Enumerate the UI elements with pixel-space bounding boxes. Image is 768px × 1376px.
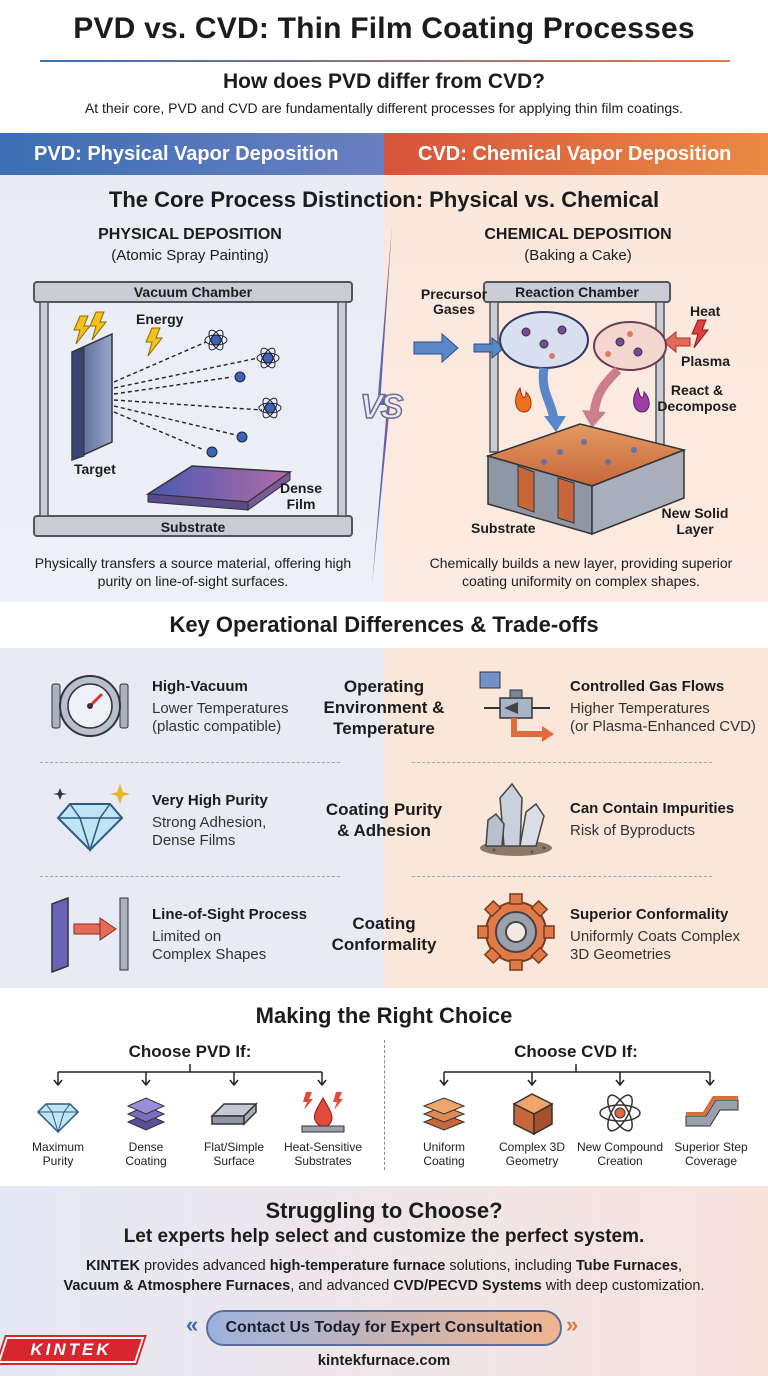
- cta-subheading: Let experts help select and customize th…: [123, 1226, 645, 1247]
- vacuum-gauge-icon: [51, 675, 129, 737]
- core-heading: The Core Process Distinction: Physical v…: [108, 187, 660, 212]
- crystal-cluster-icon: [480, 782, 552, 856]
- cvd-differences-panel: [384, 648, 768, 988]
- lightning-icon: [73, 311, 164, 357]
- row-divider: [40, 762, 340, 763]
- criterion-conformality: Coating Conformality: [331, 914, 437, 954]
- atom-icon: [599, 1094, 641, 1132]
- flat-plate-icon: [210, 1102, 258, 1126]
- option-heat-sensitive: Heat-Sensitive Substrates: [283, 1140, 363, 1168]
- option-complex-geometry: Complex 3D Geometry: [498, 1140, 566, 1168]
- choice-divider: [384, 1040, 385, 1170]
- flame-icon: [515, 386, 650, 413]
- cvd-environment-text: Higher Temperatures (or Plasma-Enhanced …: [570, 700, 756, 735]
- precursor-gases-label: Precursor Gases: [420, 286, 488, 317]
- kintek-logo: KINTEK: [0, 1335, 147, 1365]
- reaction-chamber-label: Reaction Chamber: [515, 284, 639, 300]
- choose-cvd-heading: Choose CVD If:: [514, 1042, 638, 1061]
- cube-icon: [512, 1093, 554, 1136]
- versus-divider: [372, 225, 392, 585]
- vacuum-chamber-label: Vacuum Chamber: [133, 284, 253, 300]
- cvd-purity-text: Risk of Byproducts: [570, 822, 696, 839]
- title-divider: [40, 60, 730, 62]
- page-title: PVD vs. CVD: Thin Film Coating Processes: [73, 12, 695, 45]
- chevron-left-icon: «: [186, 1312, 199, 1337]
- cvd-core-title: CHEMICAL DEPOSITION: [484, 226, 672, 243]
- gas-cloud: [499, 311, 667, 371]
- pvd-purity-text: Strong Adhesion, Dense Films: [152, 814, 267, 849]
- option-dense-coating: Dense Coating: [125, 1140, 167, 1168]
- pvd-purity-title: Very High Purity: [152, 792, 268, 809]
- intro-text: At their core, PVD and CVD are fundament…: [84, 100, 684, 116]
- target-label: Target: [74, 461, 116, 477]
- step-coverage-icon: [685, 1096, 739, 1127]
- pvd-core-subtitle: (Atomic Spray Painting): [111, 247, 269, 264]
- option-step-coverage: Superior Step Coverage: [674, 1140, 748, 1168]
- react-decompose-label: React & Decompose: [657, 382, 737, 414]
- row-divider: [40, 876, 340, 877]
- cvd-substrate-label: Substrate: [471, 520, 536, 536]
- new-solid-layer-label: New Solid Layer: [661, 505, 729, 537]
- coated-gear-icon: [477, 893, 555, 971]
- pvd-environment-text: Lower Temperatures (plastic compatible): [152, 700, 289, 735]
- cvd-caption: Chemically builds a new layer, providing…: [429, 555, 733, 589]
- cvd-core-panel: [384, 175, 768, 602]
- cta-heading: Struggling to Choose?: [265, 1198, 503, 1223]
- choice-heading: Making the Right Choice: [255, 1003, 513, 1028]
- option-new-compound: New Compound Creation: [576, 1140, 664, 1168]
- option-maximum-purity: Maximum Purity: [31, 1140, 84, 1168]
- pvd-caption: Physically transfers a source material, …: [34, 555, 352, 589]
- row-divider: [412, 762, 712, 763]
- cvd-band-label: CVD: Chemical Vapor Deposition: [418, 143, 732, 165]
- heat-label: Heat: [690, 303, 721, 319]
- plasma-label: Plasma: [681, 353, 731, 369]
- chevron-right-icon: »: [566, 1312, 579, 1337]
- uniform-layers-icon: [422, 1097, 466, 1131]
- cvd-process-diagram: [413, 281, 710, 536]
- differences-heading: Key Operational Differences & Trade-offs: [169, 612, 599, 637]
- website-link[interactable]: kintekfurnace.com: [317, 1352, 451, 1369]
- criterion-environment: Operating Environment & Temperature: [323, 677, 445, 738]
- pvd-conformality-title: Line-of-Sight Process: [152, 906, 308, 923]
- cvd-purity-title: Can Contain Impurities: [570, 800, 735, 817]
- pvd-band: [0, 133, 384, 175]
- cvd-conformality-title: Superior Conformality: [570, 906, 729, 923]
- heat-drop-icon: [301, 1092, 345, 1133]
- substrate-label: Substrate: [160, 519, 226, 535]
- substrate-trench-block: [485, 423, 687, 536]
- choice-connectors: [53, 1064, 715, 1087]
- diamond-icon: [36, 1103, 80, 1134]
- differences-header-strip: [0, 602, 768, 648]
- pvd-process-diagram: [33, 281, 353, 537]
- line-of-sight-icon: [51, 896, 129, 974]
- cta-body: KINTEK provides advanced high-temperatur…: [63, 1258, 705, 1294]
- pvd-band-label: PVD: Physical Vapor Deposition: [34, 143, 339, 165]
- intro-question: How does PVD differ from CVD?: [222, 70, 546, 93]
- dense-film-plate: [145, 465, 293, 511]
- target-block: [71, 332, 113, 462]
- row-divider: [412, 876, 712, 877]
- cvd-environment-title: Controlled Gas Flows: [570, 678, 725, 695]
- gas-flow-valve-icon: [479, 671, 554, 742]
- cvd-core-subtitle: (Baking a Cake): [524, 247, 632, 264]
- cvd-conformality-text: Uniformly Coats Complex 3D Geometries: [570, 928, 741, 963]
- dense-film-label: Dense Film: [279, 480, 323, 512]
- pvd-conformality-text: Limited on Complex Shapes: [152, 928, 267, 963]
- energy-label: Energy: [136, 311, 184, 327]
- cvd-band: [384, 133, 768, 175]
- option-uniform-coating: Uniform Coating: [422, 1140, 465, 1168]
- vs-badge: VS: [359, 387, 404, 427]
- pvd-environment-title: High-Vacuum: [152, 678, 248, 695]
- contact-us-button[interactable]: Contact Us Today for Expert Consultation: [206, 1310, 562, 1346]
- layers-icon: [126, 1097, 166, 1131]
- criterion-purity: Coating Purity & Adhesion: [325, 800, 443, 840]
- choose-pvd-heading: Choose PVD If:: [128, 1042, 252, 1061]
- option-flat-surface: Flat/Simple Surface: [203, 1140, 265, 1168]
- diamond-icon: [53, 784, 130, 853]
- lightning-icon: [691, 319, 710, 349]
- pvd-core-title: PHYSICAL DEPOSITION: [98, 226, 282, 243]
